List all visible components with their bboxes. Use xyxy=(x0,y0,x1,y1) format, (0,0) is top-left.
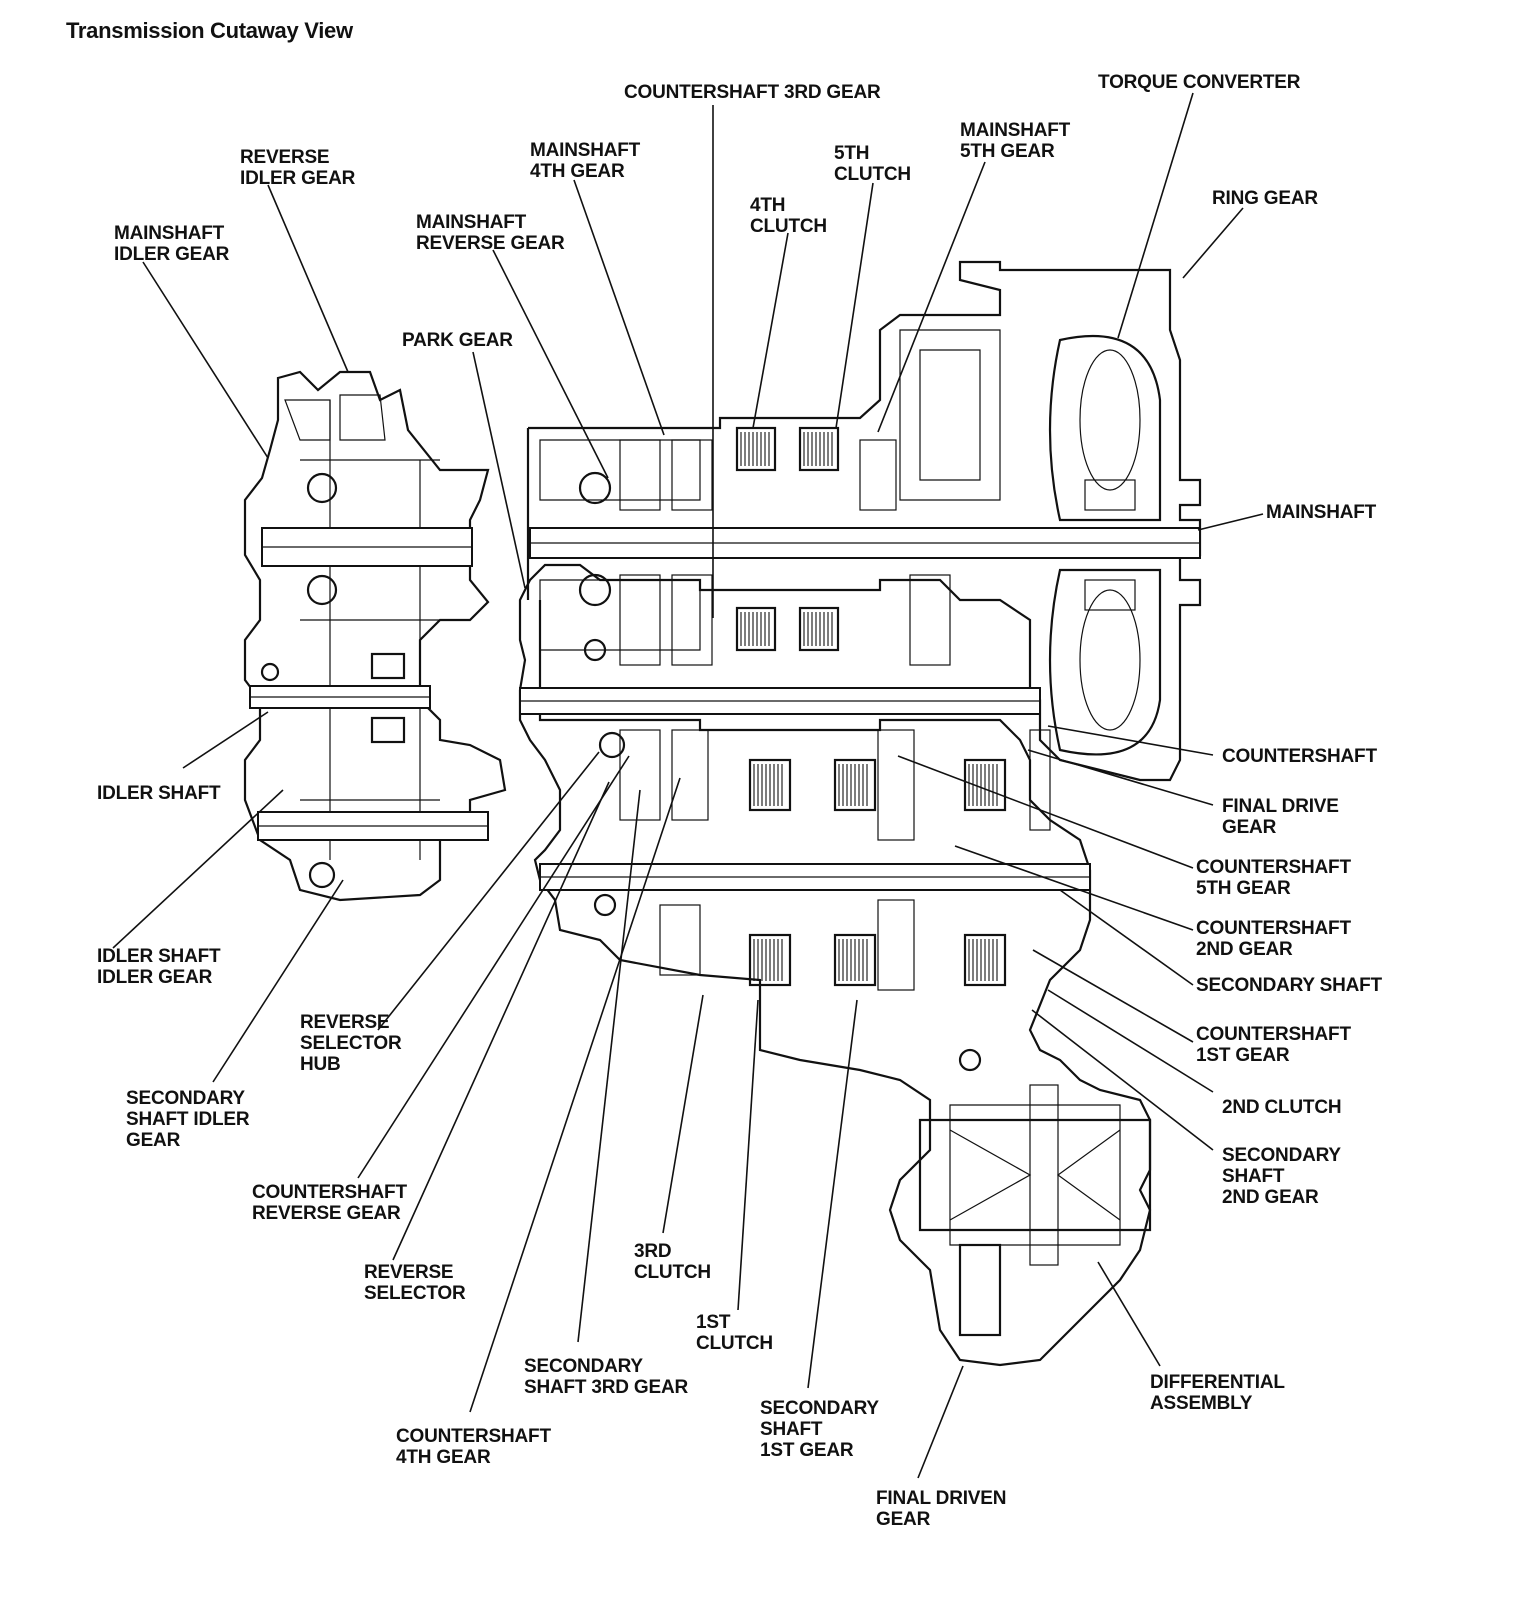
diagram-title: Transmission Cutaway View xyxy=(66,18,353,43)
leader-lines xyxy=(112,92,1264,1479)
label-park-gear: PARK GEAR xyxy=(402,330,513,351)
label-countershaft: COUNTERSHAFT xyxy=(1222,746,1377,767)
label-torque-converter: TORQUE CONVERTER xyxy=(1098,72,1301,93)
label-idler-shaft: IDLER SHAFT xyxy=(97,783,221,804)
clutch-packs xyxy=(735,426,1007,987)
differential-drawing xyxy=(918,1048,1152,1337)
gears-and-bearings xyxy=(578,439,1051,991)
idler-housing xyxy=(243,370,507,902)
label-secondary-shaft: SECONDARY SHAFT xyxy=(1196,975,1382,996)
label-2nd-clutch: 2ND CLUTCH xyxy=(1222,1097,1342,1118)
main-housing xyxy=(518,260,1202,1367)
label-mainshaft: MAINSHAFT xyxy=(1266,502,1377,523)
label-countershaft-3rd-gear: COUNTERSHAFT 3RD GEAR xyxy=(624,82,881,103)
torque-converter-drawing xyxy=(1048,334,1162,756)
label-ring-gear: RING GEAR xyxy=(1212,188,1318,209)
